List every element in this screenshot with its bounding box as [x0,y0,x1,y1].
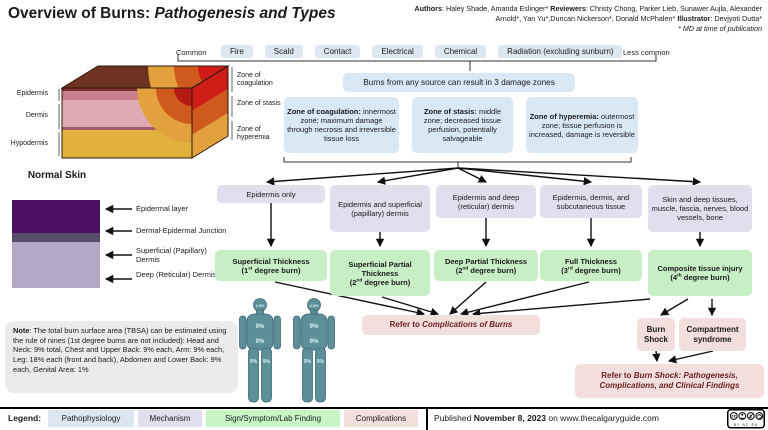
source-radiation: Radiation (excluding sunburn) [498,45,623,58]
svg-text:9%: 9% [310,339,319,345]
cc-icon [729,412,738,420]
epidermal-layer-label: Epidermal layer [136,204,189,213]
source-fire: Fire [221,45,253,58]
common-label: Common [176,48,207,57]
svg-text:4.5%: 4.5% [255,303,265,308]
class-full-thickness: Full Thickness(3rd degree burn) [540,250,642,281]
less-common-label: Less common [623,48,670,57]
page-title: Overview of Burns: Pathogenesis and Type… [8,5,336,22]
superficial-dermis-label: Superficial (Papillary) Dermis [136,246,207,264]
zone-coagulation-label: Zone of coagulation [237,72,273,88]
depth-epidermis-only: Epidermis only [217,185,325,203]
zone-coagulation-box: Zone of coagulation: innermost zone; max… [284,97,399,153]
cc-by-icon [738,412,747,420]
refer-complications-box: Refer to Complications of Burns [362,315,540,335]
credits: Authors: Haley Shade, Amanda Eslinger* R… [414,4,762,34]
normal-skin-bar [12,200,100,288]
tbsa-note: Note: The total burn surface area (TBSA)… [5,321,238,393]
legend-label: Legend: [8,413,42,423]
damage-zones-note: Burns from any source can result in 3 da… [343,73,575,92]
svg-text:cc: cc [731,414,736,419]
zone-stasis-label: Zone of stasis [237,100,281,107]
class-deep-partial: Deep Partial Thickness(2nd degree burn) [434,250,538,281]
compartment-syndrome-box: Compartment syndrome [679,318,746,351]
svg-text:9%: 9% [317,359,325,365]
class-composite: Composite tissue injury(4th degree burn) [648,250,752,296]
svg-text:9%: 9% [310,324,319,330]
svg-text:4.5%: 4.5% [309,303,319,308]
burn-sources-row: Fire Scald Contact Electrical Chemical R… [221,45,623,58]
body-back [293,298,335,403]
dermis-swatch [12,242,100,288]
depth-deep-dermis: Epidermis and deep (reticular) dermis [436,185,536,218]
legend-divider-line [0,407,768,409]
svg-text:9%: 9% [256,324,265,330]
cc-license-badge[interactable]: cc $ BY NC SA [727,409,765,429]
legend-complications: Complications [344,410,418,427]
epidermis-label: Epidermis [16,90,48,97]
hypodermis-label: Hypodermis [10,140,48,147]
cc-nc-icon [746,412,755,420]
dermal-epidermal-junction-swatch [12,233,100,242]
published-line: Published November 8, 2023 on www.thecal… [434,413,659,423]
svg-text:9%: 9% [263,359,271,365]
svg-text:$: $ [750,414,753,419]
epidermal-layer-swatch [12,200,100,233]
svg-text:9%: 9% [250,359,258,365]
deep-dermis-label: Deep (Reticular) Dermis [136,270,217,279]
refer-burn-shock-box: Refer to Burn Shock: Pathogenesis, Compl… [575,364,764,398]
source-contact: Contact [314,45,361,58]
legend-vertical-divider [426,409,428,430]
source-electrical: Electrical [372,45,423,58]
depth-deep-tissues: Skin and deep tissues, muscle, fascia, n… [648,185,752,232]
cc-sa-icon [755,412,764,420]
legend-pathophysiology: Pathophysiology [48,410,134,427]
zone-hyperemia-label: Zone of hyperemia [237,126,270,142]
depth-superficial-dermis: Epidermis and superficial (papillary) de… [330,185,430,232]
normal-skin-title: Normal Skin [27,170,87,181]
class-superficial-partial: Superficial Partial Thickness(2nd degree… [330,250,430,296]
dermis-label: Dermis [25,112,48,119]
svg-text:9%: 9% [304,359,312,365]
legend-sign-symptom: Sign/Symptom/Lab Finding [206,410,340,427]
rule-of-nines-figures: 4.5% 9% 9% 9% 9% 4.5% 9% 9% 9% 9% [239,298,335,403]
zone-stasis-box: Zone of stasis: middle zone; decreased t… [412,97,513,153]
zone-hyperemia-box: Zone of hyperemia: outermost zone; tissu… [526,97,638,153]
svg-text:9%: 9% [256,339,265,345]
legend-mechanism: Mechanism [138,410,202,427]
burn-zones-3d-diagram [60,65,230,159]
depth-subcutaneous: Epidermis, dermis, and subcutaneous tiss… [540,185,642,218]
dermal-epidermal-junction-label: Dermal-Epidermal Junction [136,226,227,235]
source-scald: Scald [264,45,303,58]
burn-shock-box: Burn Shock [637,318,675,351]
class-superficial: Superficial Thickness(1st degree burn) [215,250,327,281]
svg-text:BY NC SA: BY NC SA [734,423,758,427]
source-chemical: Chemical [434,45,487,58]
body-front [239,298,281,403]
